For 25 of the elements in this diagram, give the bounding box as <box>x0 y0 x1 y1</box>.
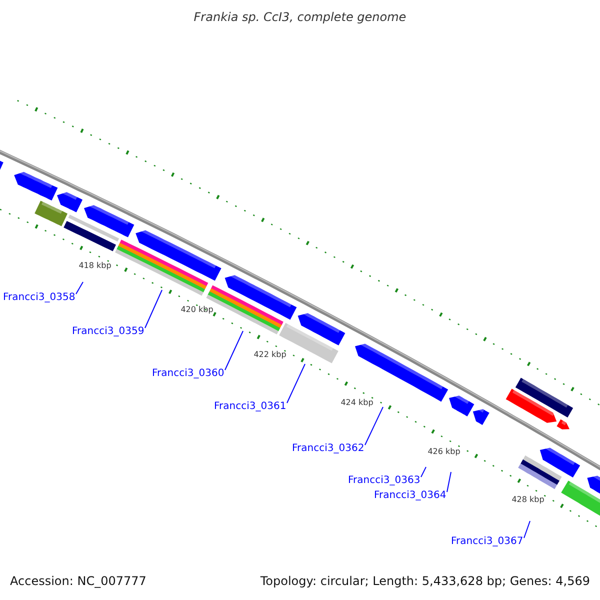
gene-label: Francci3_0362 <box>292 443 364 455</box>
scale-label: 418 kbp <box>78 261 112 271</box>
footer-text: Accession: NC_007777 <box>10 574 146 588</box>
gene-label: Francci3_0367 <box>451 536 524 548</box>
footer-text: Topology: circular; Length: 5,433,628 bp; Genes: 4,569 <box>260 574 590 588</box>
gene-label: Francci3_0359 <box>72 326 144 338</box>
leader-line <box>76 282 84 294</box>
gene-label: Francci3_0363 <box>348 475 420 487</box>
leader-line <box>446 472 452 492</box>
leader-line <box>364 406 384 446</box>
leader-line <box>144 290 162 328</box>
gene-label: Francci3_0360 <box>152 368 224 380</box>
leader-line <box>524 520 530 538</box>
gene-label: Francci3_0358 <box>3 292 76 304</box>
gene-label: Francci3_0361 <box>214 401 286 413</box>
leader-line <box>286 364 306 404</box>
scale-label: 422 kbp <box>254 350 286 360</box>
scale-label: 424 kbp <box>340 398 374 408</box>
gene-label: Francci3_0364 <box>374 490 446 502</box>
scale-label: 420 kbp <box>180 305 214 315</box>
scale-label: 426 kbp <box>428 447 460 457</box>
leader-line <box>420 466 426 478</box>
scale-label: 428 kbp <box>512 495 544 505</box>
title: Frankia sp. CcI3, complete genome <box>192 10 408 24</box>
leader-line <box>224 330 244 370</box>
